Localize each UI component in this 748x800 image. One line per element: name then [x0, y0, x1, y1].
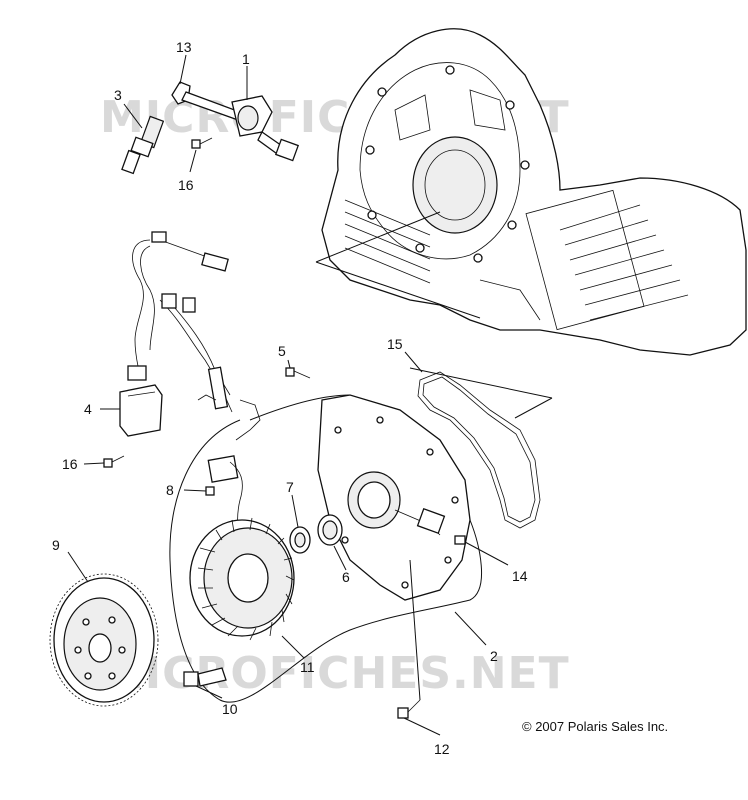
- callout-7: 7: [286, 479, 294, 495]
- leader-12-axis: [409, 559, 421, 701]
- callout-12: 12: [434, 741, 450, 757]
- leader-6: [333, 545, 347, 571]
- leader-5: [287, 359, 291, 369]
- flywheel-bolt-10: [183, 667, 227, 687]
- callout-11: 11: [300, 659, 315, 675]
- watermark-bottom: MICROFICHES.NET: [100, 648, 570, 699]
- bolt-5: [285, 367, 311, 379]
- assembly-outline-loop: [169, 419, 483, 703]
- callout-10: 10: [222, 701, 238, 717]
- callout-6: 6: [342, 569, 350, 585]
- callout-1: 1: [242, 51, 250, 67]
- stator: [189, 517, 295, 641]
- flywheel: [49, 573, 159, 707]
- callout-13: 13: [176, 39, 192, 55]
- leader-11: [281, 635, 305, 659]
- leader-engine-b: [315, 261, 481, 319]
- leader-3: [123, 103, 143, 129]
- voltage-regulator: [119, 384, 163, 437]
- leader-16-lower: [83, 462, 105, 465]
- callout-9: 9: [52, 537, 60, 553]
- callout-3: 3: [114, 87, 122, 103]
- cover-gasket: [417, 371, 541, 529]
- bolt-16-top: [191, 137, 213, 149]
- callout-16-lower: 16: [62, 456, 78, 472]
- leader-8: [183, 489, 207, 492]
- bolt-16-lower: [103, 455, 125, 468]
- oil-seal-7: [289, 526, 311, 554]
- leader-engine-d: [409, 367, 553, 399]
- leader-7: [291, 494, 299, 528]
- bolt-12: [397, 699, 421, 719]
- wiring-harness: [127, 231, 233, 413]
- callout-4: 4: [84, 401, 92, 417]
- pickup-sensor: [197, 394, 261, 561]
- stator-cover: [317, 394, 471, 601]
- callout-14: 14: [512, 568, 528, 584]
- leader-13: [179, 54, 187, 85]
- callout-5: 5: [278, 343, 286, 359]
- leader-15: [404, 351, 423, 373]
- leader-12: [403, 717, 441, 736]
- callout-8: 8: [166, 482, 174, 498]
- callout-2: 2: [490, 648, 498, 664]
- bolt-8: [205, 486, 215, 496]
- leader-9: [67, 551, 89, 583]
- leader-14: [464, 541, 509, 566]
- leader-engine-c: [514, 397, 553, 419]
- assembly-outline-top: [249, 394, 351, 421]
- leader-engine-a: [315, 211, 441, 263]
- leader-2: [454, 611, 487, 646]
- bearing-6: [317, 514, 343, 546]
- spark-plug: [121, 115, 165, 175]
- engine-crankcase: [321, 28, 747, 356]
- copyright-text: © 2007 Polaris Sales Inc.: [522, 719, 668, 734]
- dowel-pin-14: [454, 535, 466, 545]
- leader-16-top: [189, 149, 197, 173]
- ignition-coil: [231, 95, 300, 162]
- callout-15: 15: [387, 336, 403, 352]
- callout-16-top: 16: [178, 177, 194, 193]
- leader-10: [195, 685, 223, 699]
